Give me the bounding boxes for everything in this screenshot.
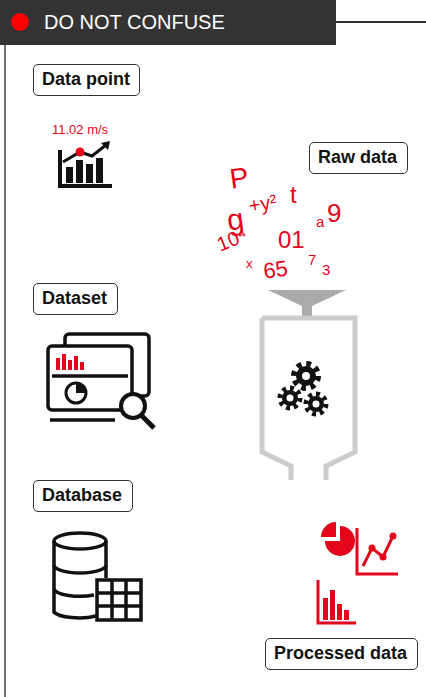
banner-title: DO NOT CONFUSE	[44, 10, 225, 34]
processing-machine	[262, 290, 355, 480]
raw-symbol: 9	[327, 200, 341, 226]
raw-symbol: 7	[308, 252, 316, 267]
term-label: Raw data	[318, 147, 397, 168]
term-label: Dataset	[42, 288, 107, 309]
value-label: 11.02 m/s	[52, 123, 108, 136]
raw-symbol: 3	[322, 262, 330, 277]
term-label: Database	[42, 485, 122, 506]
raw-symbol: +y²	[247, 191, 278, 216]
raw-symbol: 10⁴	[214, 224, 250, 254]
raw-symbol: P	[228, 163, 250, 193]
term-box: Database	[33, 480, 133, 512]
raw-symbol: a	[316, 214, 324, 229]
raw-symbol: 65	[262, 258, 289, 283]
term-box: Dataset	[33, 283, 118, 315]
term-box: Data point	[33, 64, 140, 96]
raw-symbol: x	[246, 257, 253, 270]
left-rule	[4, 45, 6, 697]
raw-symbol: 01	[278, 228, 305, 252]
term-box: Raw data	[309, 142, 408, 174]
dataset-icon	[48, 334, 154, 428]
term-label: Data point	[42, 69, 130, 90]
processed-data-icons	[318, 522, 398, 623]
term-box: Processed data	[265, 638, 418, 670]
term-label: Processed data	[274, 643, 407, 664]
data-point-icon	[60, 141, 112, 186]
header-rule	[336, 21, 426, 23]
raw-symbol: t	[290, 183, 297, 207]
database-icon	[54, 533, 141, 620]
header-bar	[0, 0, 336, 45]
red-dot	[11, 13, 29, 31]
